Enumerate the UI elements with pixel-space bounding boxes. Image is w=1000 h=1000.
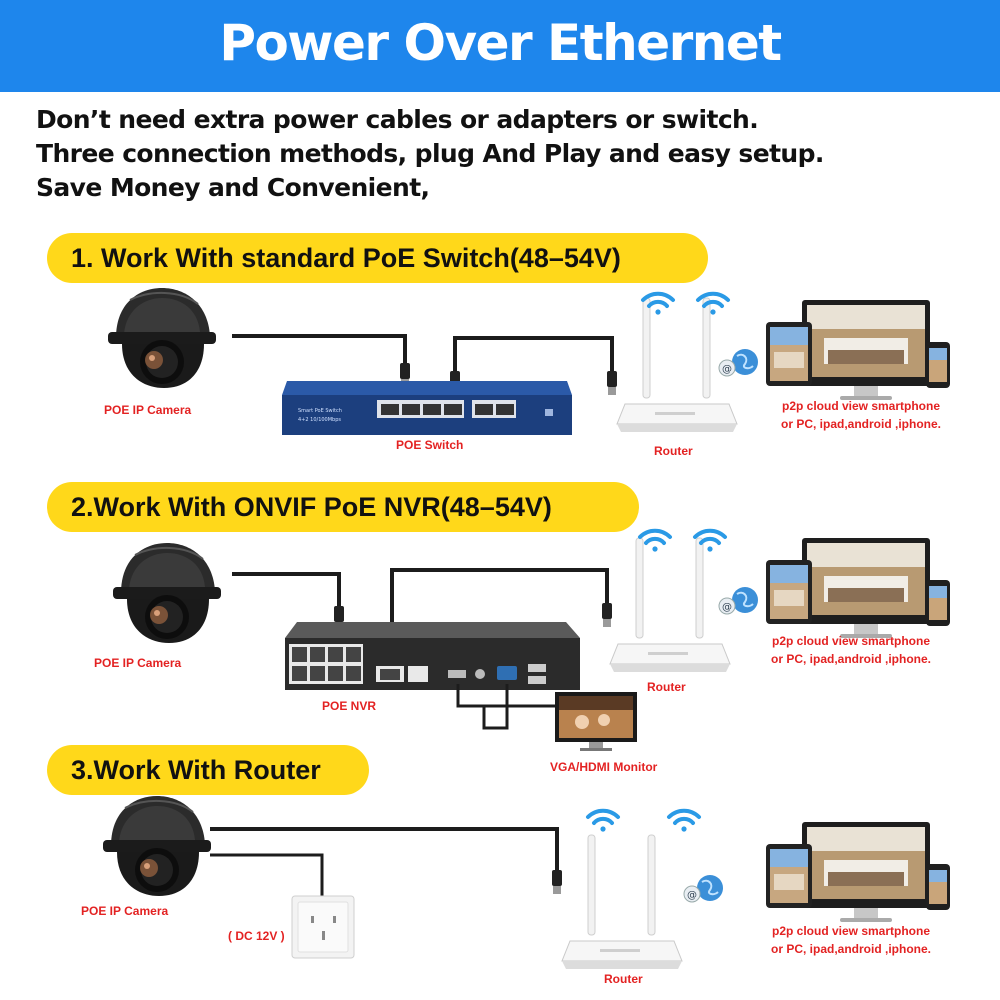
camera-label-3: POE IP Camera bbox=[81, 904, 169, 918]
cloud-view-line-1: p2p cloud view smartphone bbox=[781, 399, 941, 413]
intro-line-2: Three connection methods, plug And Play … bbox=[36, 139, 824, 168]
cloud-view-label-2: p2p cloud view smartphone or PC, ipad,an… bbox=[744, 632, 958, 668]
dome-camera-2 bbox=[112, 542, 222, 644]
dc-12v-label: ( DC 12V ) bbox=[228, 929, 285, 943]
section-1-graphics: Smart PoE Switch 4+2 10/100Mbps bbox=[107, 287, 950, 435]
router-label-3: Router bbox=[604, 972, 643, 986]
router-3 bbox=[561, 834, 683, 970]
section-2-graphics bbox=[112, 528, 950, 751]
cable-camera-to-nvr bbox=[232, 572, 341, 615]
router-label-2: Router bbox=[647, 680, 686, 694]
cloud-view-label-3: p2p cloud view smartphone or PC, ipad,an… bbox=[744, 922, 958, 958]
poe-switch: Smart PoE Switch 4+2 10/100Mbps bbox=[282, 381, 572, 435]
page-title: Power Over Ethernet bbox=[219, 14, 782, 72]
cloud-view-label-1: p2p cloud view smartphone or PC, ipad,an… bbox=[756, 397, 966, 433]
poe-nvr bbox=[285, 622, 580, 690]
cable-nvr-to-router bbox=[390, 568, 609, 632]
svg-text:Smart PoE Switch: Smart PoE Switch bbox=[298, 408, 342, 414]
cable-camera-to-switch bbox=[232, 334, 407, 372]
method-2-title: 2.Work With ONVIF PoE NVR(48–54V) bbox=[47, 482, 639, 532]
hdmi-cable bbox=[456, 684, 560, 708]
poe-switch-label: POE Switch bbox=[396, 438, 464, 452]
cloud-view-line-1: p2p cloud view smartphone bbox=[771, 924, 931, 938]
method-3-title: 3.Work With Router bbox=[47, 745, 369, 795]
section-3-graphics bbox=[102, 795, 950, 970]
header-banner bbox=[0, 0, 1000, 92]
dome-camera-3 bbox=[102, 795, 212, 897]
cloud-view-line-2: or PC, ipad,android ,iphone. bbox=[770, 652, 931, 666]
intro-line-1: Don’t need extra power cables or adapter… bbox=[36, 105, 759, 134]
cloud-view-line-2: or PC, ipad,android ,iphone. bbox=[780, 417, 941, 431]
monitor-label: VGA/HDMI Monitor bbox=[550, 760, 658, 774]
cable-camera-to-power bbox=[210, 853, 324, 902]
router-label-1: Router bbox=[654, 444, 693, 458]
method-1-title: 1. Work With standard PoE Switch(48–54V) bbox=[47, 233, 708, 283]
camera-label-2: POE IP Camera bbox=[94, 656, 182, 670]
cloud-view-line-1: p2p cloud view smartphone bbox=[771, 634, 931, 648]
vga-cable bbox=[482, 684, 509, 730]
dome-camera-1 bbox=[107, 287, 217, 389]
intro-text: Don’t need extra power cables or adapter… bbox=[36, 103, 824, 205]
router-2 bbox=[609, 537, 731, 673]
vga-hdmi-monitor bbox=[555, 692, 637, 751]
camera-label-1: POE IP Camera bbox=[104, 403, 192, 417]
cable-camera-to-router bbox=[210, 827, 559, 878]
power-socket bbox=[291, 895, 355, 959]
poe-nvr-label: POE NVR bbox=[322, 699, 377, 713]
cloud-view-line-2: or PC, ipad,android ,iphone. bbox=[770, 942, 931, 956]
intro-line-3: Save Money and Convenient, bbox=[36, 173, 430, 202]
cable-switch-to-router bbox=[453, 336, 614, 380]
svg-text:4+2 10/100Mbps: 4+2 10/100Mbps bbox=[298, 417, 341, 423]
router-1 bbox=[616, 297, 738, 433]
